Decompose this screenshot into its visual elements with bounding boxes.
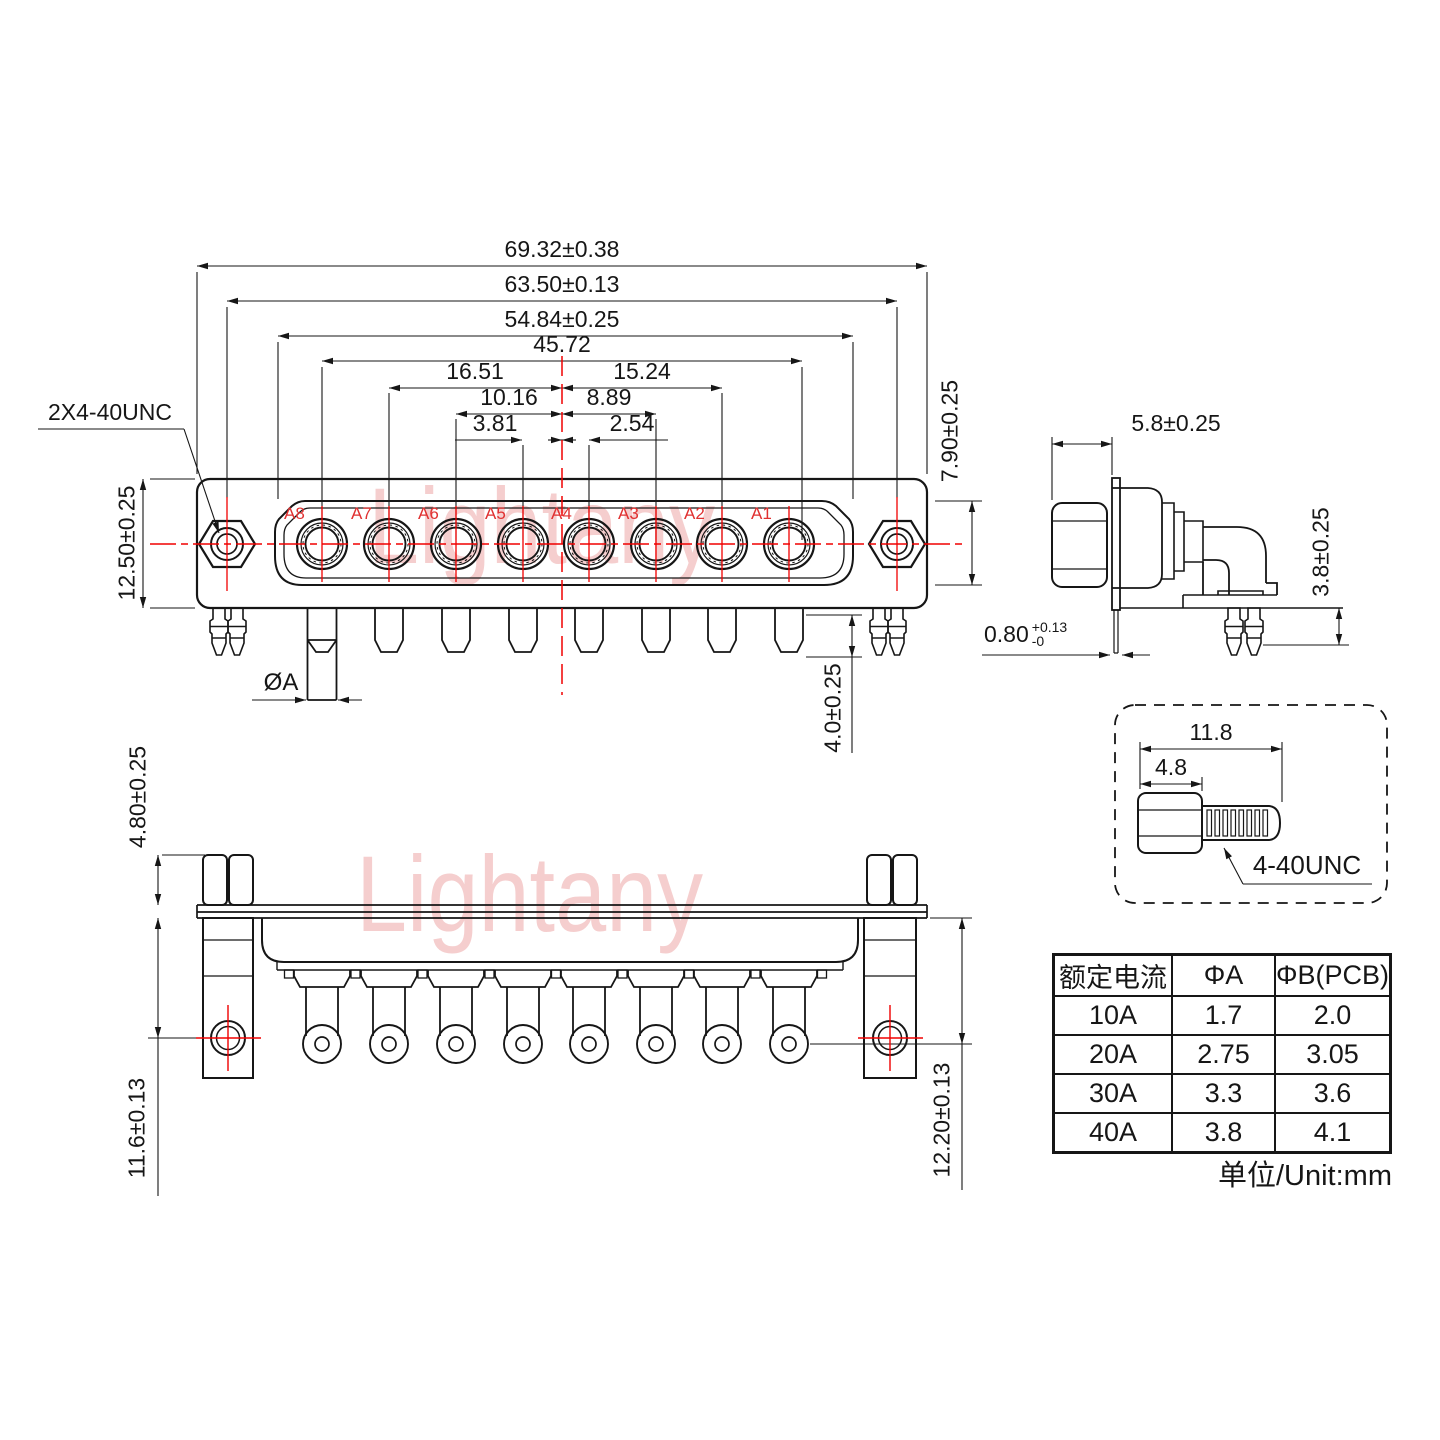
dim-a7-offset: 16.51 xyxy=(446,358,504,384)
dim-pin-hole-offset: 12.20±0.13 xyxy=(928,1062,955,1178)
table-header-dia-b: ΦB(PCB) xyxy=(1274,953,1392,997)
mounting-brackets xyxy=(202,917,917,1079)
dim-contact-span: 45.72 xyxy=(533,331,591,357)
cell-dia-b-10a: 2.0 xyxy=(1274,995,1392,1036)
table-row: 20A 2.75 3.05 xyxy=(1052,1034,1392,1075)
pin-label-a8: A8 xyxy=(284,504,305,523)
dim-nut-thickness: 4.80±0.25 xyxy=(124,745,151,849)
dim-plate-upper-tol: +0.13 xyxy=(1031,619,1068,635)
jackscrew-hex-head xyxy=(1051,502,1108,588)
bottom-dimension-lines xyxy=(154,855,966,1044)
dim-pin-length: 4.0±0.25 xyxy=(819,663,846,753)
pin-label-a6: A6 xyxy=(418,504,439,523)
dim-pin-standoff: 3.8±0.25 xyxy=(1307,507,1334,597)
unit-note: 单位/Unit:mm xyxy=(1217,1160,1392,1192)
pin-label-a4: A4 xyxy=(551,504,572,523)
d-insert-outer xyxy=(274,500,854,586)
dim-insert-height: 7.90±0.25 xyxy=(936,379,963,483)
table-header-current: 额定电流 xyxy=(1052,953,1173,997)
detail-box-border xyxy=(1114,704,1388,904)
contact-tail-pins xyxy=(306,607,804,701)
dim-bracket-hole-offset: 11.6±0.13 xyxy=(123,1077,150,1179)
cell-dia-b-40a: 4.1 xyxy=(1274,1112,1392,1154)
cell-current-10a: 10A xyxy=(1052,995,1173,1036)
carrier-tabs xyxy=(283,969,828,979)
pin-label-a1: A1 xyxy=(751,504,772,523)
dim-a2-offset: 15.24 xyxy=(613,358,671,384)
cell-current-30a: 30A xyxy=(1052,1073,1173,1114)
insulator-body xyxy=(261,918,859,963)
pin-label-a2: A2 xyxy=(684,504,705,523)
watermark-bottom: Lightany xyxy=(356,833,704,954)
pin-label-a5: A5 xyxy=(485,504,506,523)
pin-a8-long xyxy=(306,608,338,701)
connector-body-side xyxy=(1112,487,1163,589)
bottom-view-drawing xyxy=(148,854,972,1196)
centerlines xyxy=(150,356,965,1071)
dim-screw-hex-length: 4.8 xyxy=(1155,754,1187,780)
cell-current-20a: 20A xyxy=(1052,1034,1173,1075)
screw-dimension-lines xyxy=(1140,745,1282,885)
dim-plate-lower-tol: -0 xyxy=(1031,633,1045,649)
dim-overall-width: 69.32±0.38 xyxy=(504,236,620,262)
pin-label-a3: A3 xyxy=(618,504,639,523)
table-row: 40A 3.8 4.1 xyxy=(1052,1112,1392,1154)
side-dimension-lines xyxy=(982,440,1343,659)
dim-a3-offset: 8.89 xyxy=(586,384,632,410)
front-extension-lines xyxy=(38,272,982,753)
cell-dia-a-10a: 1.7 xyxy=(1171,995,1276,1036)
cell-dia-a-40a: 3.8 xyxy=(1171,1112,1276,1154)
table-row: 30A 3.3 3.6 xyxy=(1052,1073,1392,1114)
dim-insert-width: 54.84±0.25 xyxy=(504,306,620,332)
dim-a4-offset: 2.54 xyxy=(609,410,655,436)
table-header-dia-a: ΦA xyxy=(1171,953,1276,997)
screw-hex-body xyxy=(1137,792,1203,854)
cell-dia-a-20a: 2.75 xyxy=(1171,1034,1276,1075)
d-insert-inner xyxy=(283,507,845,579)
screw-detail-drawing xyxy=(1114,704,1388,904)
flange-plate-bottomview xyxy=(196,904,928,919)
cell-dia-b-30a: 3.6 xyxy=(1274,1073,1392,1114)
table-row: 10A 1.7 2.0 xyxy=(1052,995,1392,1036)
dim-flange-height: 12.50±0.25 xyxy=(113,485,140,601)
thread-grooves xyxy=(1206,809,1269,837)
cell-current-40a: 40A xyxy=(1052,1112,1173,1154)
dim-hex-depth: 5.8±0.25 xyxy=(1131,410,1221,436)
thread-callout-front: 2X4-40UNC xyxy=(48,399,172,425)
dim-screw-length: 11.8 xyxy=(1189,719,1233,745)
dim-pin-diameter-label: ØA xyxy=(263,669,299,696)
side-view-drawing xyxy=(982,437,1349,659)
jackscrew-nuts-bottomview xyxy=(202,854,918,906)
dim-mount-hole-spacing: 63.50±0.13 xyxy=(504,271,620,297)
spec-table: 额定电流 ΦA ΦB(PCB) 10A 1.7 2.0 20A 2.75 3.0… xyxy=(1052,953,1393,1154)
cell-dia-a-30a: 3.3 xyxy=(1171,1073,1276,1114)
board-lock-pins-front xyxy=(209,607,907,656)
dim-plate-thickness: 0.80 +0.13 -0 xyxy=(984,620,1067,648)
flange-plate-edge xyxy=(1111,477,1121,611)
right-angle-bracket xyxy=(1202,526,1278,595)
solder-cup-pins xyxy=(302,986,809,1064)
dim-a5-offset: 3.81 xyxy=(472,410,518,436)
dim-a6-offset: 10.16 xyxy=(480,384,538,410)
cell-dia-b-20a: 3.05 xyxy=(1274,1034,1392,1075)
dim-plate-main: 0.80 xyxy=(984,620,1029,647)
pin-label-a7: A7 xyxy=(351,504,372,523)
screw-threaded-stud xyxy=(1202,805,1282,841)
thread-callout-screw: 4-40UNC xyxy=(1252,850,1362,880)
